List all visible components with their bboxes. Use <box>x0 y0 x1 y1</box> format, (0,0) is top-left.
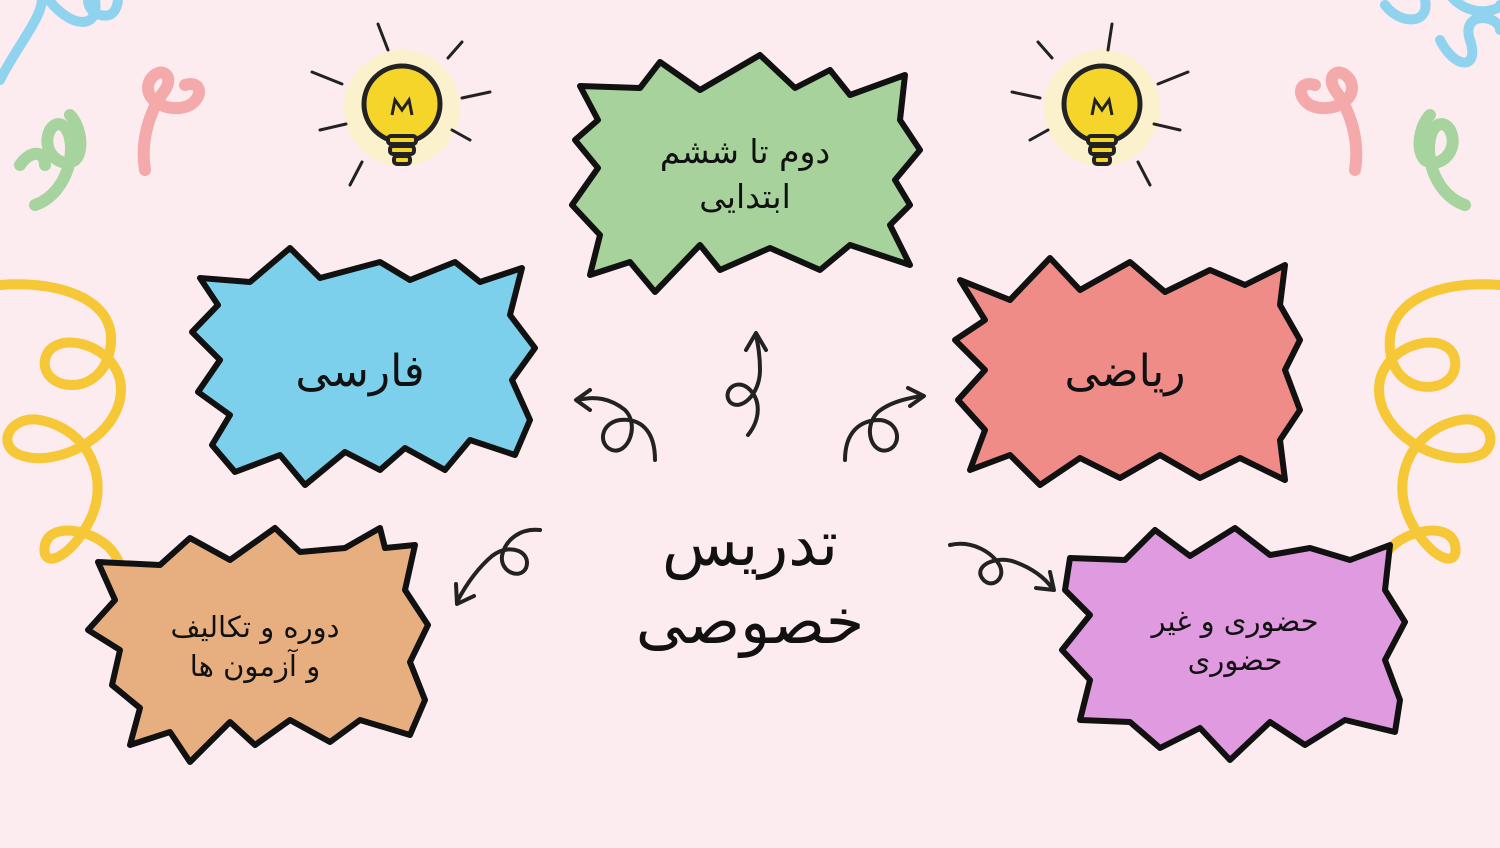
curly-arrow-up <box>725 331 768 437</box>
bubble-shape-top <box>569 52 923 295</box>
node-top-label: دوم تا ششم ابتدایی <box>659 132 831 216</box>
lightbulb-icon-left <box>310 22 492 187</box>
pink-squiggle-left <box>137 66 205 176</box>
pink-squiggle-right <box>1295 66 1363 176</box>
curly-arrow-left-down <box>454 527 542 606</box>
center-title-line1: تدریس <box>661 507 839 580</box>
curly-arrow-right-down <box>948 541 1056 592</box>
bubble-shape-bottom-left <box>85 525 431 765</box>
lightbulb-icon-right <box>1010 22 1190 187</box>
node-right-label: ریاضی <box>1064 346 1186 397</box>
bubble-shape-left <box>189 245 538 488</box>
blue-squiggle-top-right <box>1380 0 1500 68</box>
curly-arrow-right-up <box>843 386 926 462</box>
green-squiggle-left <box>29 109 87 211</box>
node-bottom-left-label: دوره و تکالیف و آزمون ها <box>170 610 340 684</box>
center-title: تدریس خصوصی <box>560 505 940 660</box>
node-left-label: فارسی <box>295 346 425 397</box>
bubble-shape-bottom-right <box>1059 525 1408 763</box>
green-squiggle-right <box>1413 109 1471 211</box>
yellow-ribbon-left <box>0 279 130 615</box>
center-title-line2: خصوصی <box>635 584 865 658</box>
bubble-shape-right <box>952 255 1303 488</box>
yellow-ribbon-right <box>1370 279 1500 615</box>
green-squiggle-left-2 <box>14 147 51 171</box>
node-bottom-right-label: حضوری و غیر حضوری <box>1151 604 1319 678</box>
curly-arrow-left-up <box>574 388 657 462</box>
blue-squiggle-top-left <box>0 0 123 85</box>
